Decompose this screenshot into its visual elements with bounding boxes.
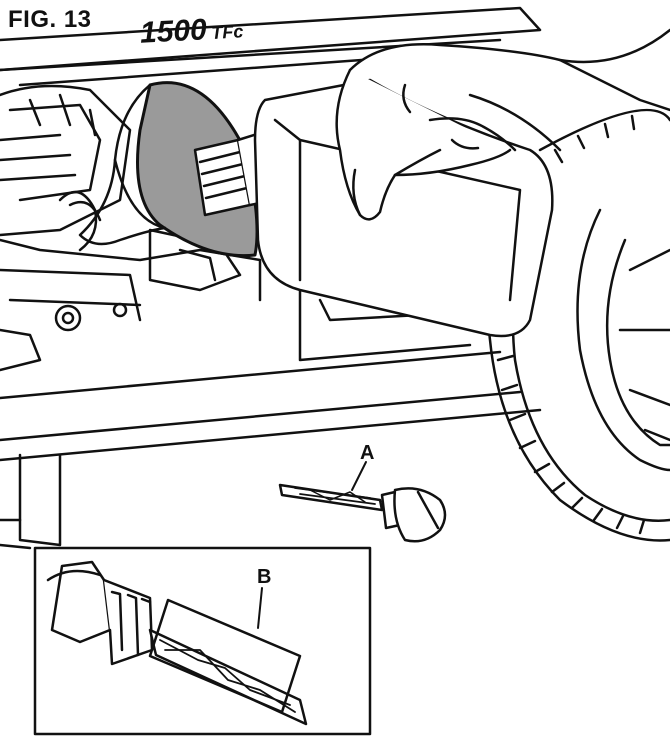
callout-label-a: A [360,442,375,464]
generator-housing [0,6,542,550]
inset-detail [33,546,372,736]
model-number: 1500 [139,13,208,50]
callout-label-b: B [257,566,272,588]
model-suffix: TFc [210,21,244,43]
dipstick-a [278,461,447,543]
hand [335,28,670,221]
figure-title: FIG. 13 [8,6,92,33]
model-badge: 1500 TFc [139,11,244,50]
